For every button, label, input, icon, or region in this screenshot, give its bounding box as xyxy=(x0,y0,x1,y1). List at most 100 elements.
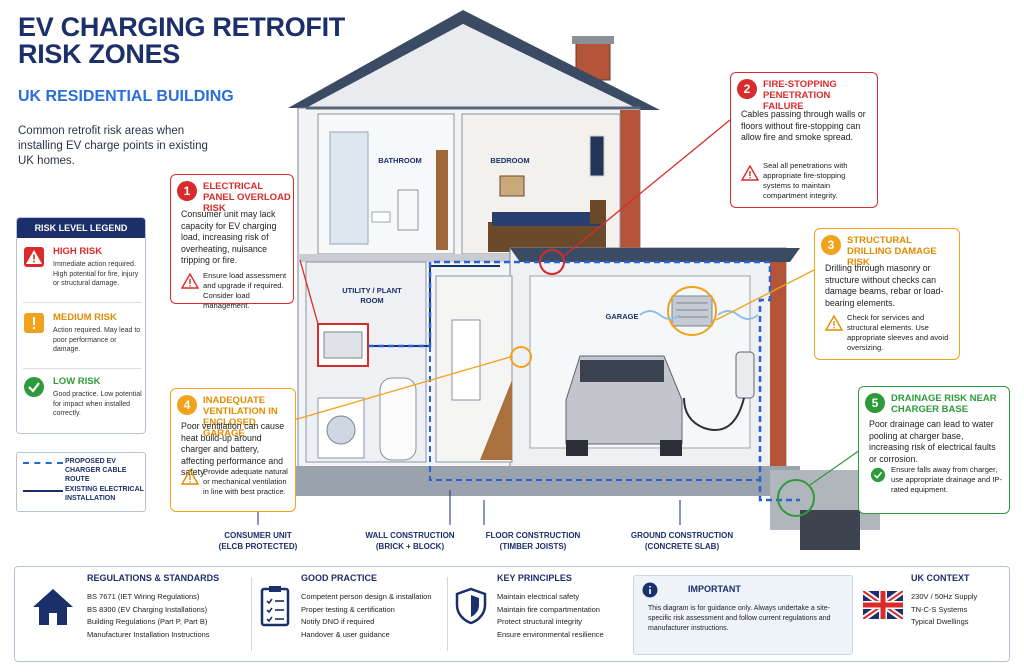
callout-electrical-panel: 1 ELECTRICAL PANEL OVERLOAD RISK Consume… xyxy=(170,174,294,310)
legend-low-title: LOW RISK xyxy=(53,376,101,387)
important-note: IMPORTANT This diagram is for guidance o… xyxy=(633,575,853,655)
legend-title: RISK LEVEL LEGEND xyxy=(17,218,145,238)
uk-flag-icon xyxy=(863,591,903,619)
callout-body: Poor ventilation can cause heat build-up… xyxy=(181,421,285,477)
list-item: Proper testing & certification xyxy=(301,604,395,614)
callout-number: 1 xyxy=(177,181,197,201)
warning-icon xyxy=(825,315,843,331)
checklist-icon xyxy=(260,586,290,627)
good-practice-list: Competent person design & installation P… xyxy=(301,591,451,641)
list-item: Notify DNO if required xyxy=(301,617,375,626)
list-item: TN-C-S Systems xyxy=(911,604,968,614)
callout-title: DRAINAGE RISK NEAR CHARGER BASE xyxy=(891,393,997,415)
label-line-1: GROUND CONSTRUCTION xyxy=(630,531,734,540)
low-risk-icon xyxy=(24,377,44,397)
callout-title: FIRE-STOPPING PENETRATION FAILURE xyxy=(763,79,837,112)
callout-structural-drilling: 3 STRUCTURAL DRILLING DAMAGE RISK Drilli… xyxy=(814,228,960,360)
warning-icon xyxy=(181,469,199,485)
proposed-route-label: PROPOSED EV CHARGER CABLE ROUTE xyxy=(65,458,127,483)
callout-title: ELECTRICAL PANEL OVERLOAD RISK xyxy=(203,181,291,214)
legend-high-text: Immediate action required. High potentia… xyxy=(53,261,139,287)
list-item: BS 7671 (IET Wiring Regulations) xyxy=(87,592,200,601)
callout-action: Provide adequate natural or mechanical v… xyxy=(203,467,288,496)
page-title: EV CHARGING RETROFIT RISK ZONES xyxy=(18,12,346,69)
callout-body: Drilling through masonry or structure wi… xyxy=(825,263,944,308)
uk-context-title: UK CONTEXT xyxy=(911,573,970,583)
legend-medium-text: Action required. May lead to poor perfor… xyxy=(53,327,141,353)
list-item: Ensure environmental resilience xyxy=(497,629,604,639)
existing-route-label: EXISTING ELECTRICAL INSTALLATION xyxy=(65,486,144,502)
room-label-garage: GARAGE xyxy=(605,312,639,321)
callout-number: 4 xyxy=(177,395,197,415)
list-item: Maintain fire compartmentation xyxy=(497,604,600,614)
list-item: Building Regulations (Part P, Part B) xyxy=(87,617,208,626)
label-wall-construction: WALL CONSTRUCTION (BRICK + BLOCK) xyxy=(350,530,470,552)
list-item: 230V / 50Hz Supply xyxy=(911,592,978,601)
list-item: Competent person design & installation xyxy=(301,592,432,601)
principles-list: Maintain electrical safety Maintain fire… xyxy=(497,591,637,641)
label-line-2: (TIMBER JOISTS) xyxy=(499,542,567,551)
label-line-1: FLOOR CONSTRUCTION xyxy=(485,531,581,540)
shield-icon xyxy=(455,587,487,625)
room-label-utility: UTILITY / PLANT ROOM xyxy=(342,286,402,305)
regulations-list: BS 7671 (IET Wiring Regulations) BS 8300… xyxy=(87,591,247,641)
medium-risk-icon xyxy=(24,313,44,333)
label-floor-construction: FLOOR CONSTRUCTION (TIMBER JOISTS) xyxy=(478,530,588,552)
callout-action: Ensure falls away from charger, use appr… xyxy=(891,465,1003,494)
list-item: BS 8300 (EV Charging Installations) xyxy=(87,604,208,614)
uk-context-list: 230V / 50Hz Supply TN-C-S Systems Typica… xyxy=(911,591,1007,629)
page-subtitle: UK RESIDENTIAL BUILDING xyxy=(18,88,234,105)
label-line-1: CONSUMER UNIT xyxy=(224,531,292,540)
legend-item-high: HIGH RISK Immediate action required. Hig… xyxy=(23,244,141,300)
list-item: Maintain electrical safety xyxy=(497,592,580,601)
proposed-route-swatch xyxy=(23,462,63,464)
callout-ventilation: 4 INADEQUATE VENTILATION IN ENCLOSED GAR… xyxy=(170,388,296,512)
list-item: Handover & user guidance xyxy=(301,629,390,639)
existing-route-swatch xyxy=(23,490,63,492)
intro-text: Common retrofit risk areas when installi… xyxy=(18,125,208,167)
footer-panel: REGULATIONS & STANDARDS BS 7671 (IET Wir… xyxy=(14,566,1010,662)
high-risk-icon xyxy=(24,247,44,267)
warning-icon xyxy=(741,165,759,181)
room-label-bedroom: BEDROOM xyxy=(490,156,530,165)
legend-medium-title: MEDIUM RISK xyxy=(53,312,117,323)
callout-action: Seal all penetrations with appropriate f… xyxy=(763,161,848,200)
label-line-1: WALL CONSTRUCTION xyxy=(365,531,455,540)
check-icon xyxy=(870,467,886,483)
label-line-2: (ELCB PROTECTED) xyxy=(218,542,298,551)
callout-fire-stopping: 2 FIRE-STOPPING PENETRATION FAILURE Cabl… xyxy=(730,72,878,208)
label-ground-construction: GROUND CONSTRUCTION (CONCRETE SLAB) xyxy=(624,530,740,552)
regulations-title: REGULATIONS & STANDARDS xyxy=(87,573,220,583)
label-consumer-unit: CONSUMER UNIT (ELCB PROTECTED) xyxy=(208,530,308,552)
house-icon xyxy=(33,589,73,625)
callout-body: Poor drainage can lead to water pooling … xyxy=(869,419,996,464)
warning-icon xyxy=(181,273,199,289)
info-icon xyxy=(642,582,658,598)
callout-title: INADEQUATE VENTILATION IN ENCLOSED GARAG… xyxy=(203,395,278,439)
cable-route-legend: PROPOSED EV CHARGER CABLE ROUTE EXISTING… xyxy=(16,452,146,512)
risk-legend: RISK LEVEL LEGEND HIGH RISK Immediate ac… xyxy=(16,217,146,434)
callout-body: Cables passing through walls or floors w… xyxy=(741,109,866,142)
callout-drainage: 5 DRAINAGE RISK NEAR CHARGER BASE Poor d… xyxy=(858,386,1010,514)
callout-body: Consumer unit may lack capacity for EV c… xyxy=(181,209,277,265)
legend-item-low: LOW RISK Good practice. Low potential fo… xyxy=(23,374,142,430)
callout-number: 3 xyxy=(821,235,841,255)
callout-action: Ensure load assessment and upgrade if re… xyxy=(203,271,287,310)
legend-item-medium: MEDIUM RISK Action required. May lead to… xyxy=(23,310,141,366)
important-title: IMPORTANT xyxy=(688,584,741,594)
label-line-2: (BRICK + BLOCK) xyxy=(375,542,445,551)
list-item: Protect structural integrity xyxy=(497,617,583,626)
principles-title: KEY PRINCIPLES xyxy=(497,573,572,583)
callout-number: 2 xyxy=(737,79,757,99)
label-line-2: (CONCRETE SLAB) xyxy=(644,542,720,551)
list-item: Typical Dwellings xyxy=(911,617,969,626)
important-text: This diagram is for guidance only. Alway… xyxy=(648,605,831,632)
callout-title: STRUCTURAL DRILLING DAMAGE RISK xyxy=(847,235,937,268)
good-practice-title: GOOD PRACTICE xyxy=(301,573,378,583)
callout-number: 5 xyxy=(865,393,885,413)
legend-high-title: HIGH RISK xyxy=(53,246,103,257)
list-item: Manufacturer Installation Instructions xyxy=(87,629,210,639)
room-label-bathroom: BATHROOM xyxy=(378,156,422,165)
callout-action: Check for services and structural elemen… xyxy=(847,313,949,352)
